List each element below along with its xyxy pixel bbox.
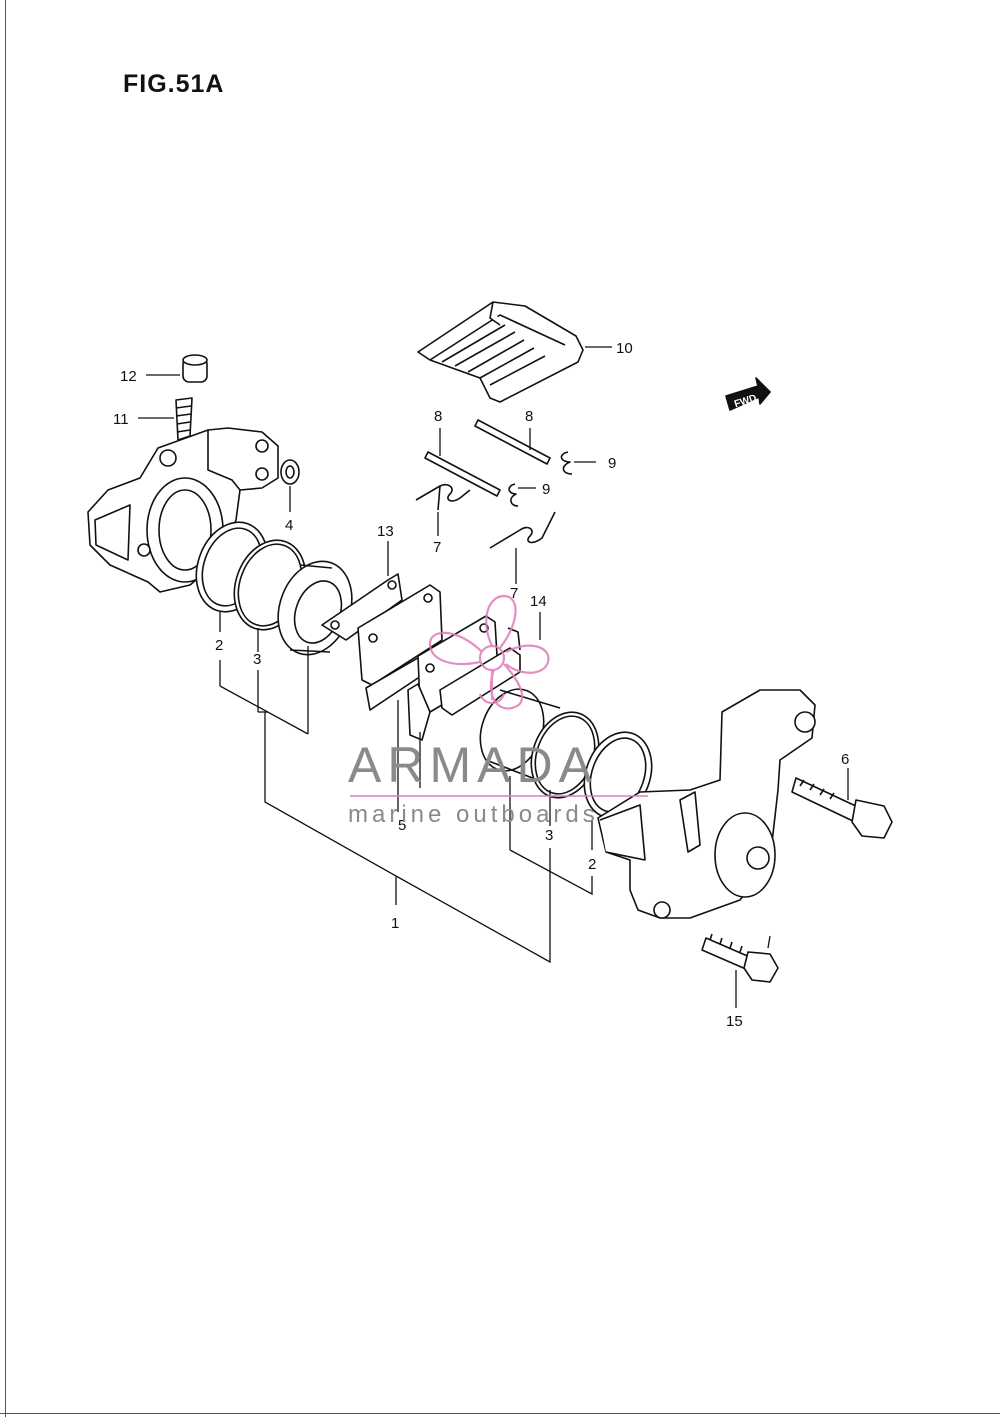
callout-2a: 2 [215, 637, 223, 654]
callout-6: 6 [841, 751, 849, 768]
pad-pin-left [424, 451, 501, 497]
callout-9a: 9 [608, 455, 616, 472]
callout-3a: 3 [253, 651, 261, 668]
pad-pin-right [474, 419, 551, 465]
pad-spring-cover [417, 301, 584, 403]
callout-13: 13 [377, 523, 394, 540]
callout-labels: 10 12 11 4 8 8 9 9 7 7 13 14 2 3 5 3 2 1… [113, 340, 849, 1030]
forward-direction-arrow [725, 377, 771, 411]
callout-1: 1 [391, 915, 399, 932]
washer [280, 459, 300, 485]
bleeder-cap [182, 354, 208, 383]
callout-7a: 7 [433, 539, 441, 556]
callout-14: 14 [530, 593, 547, 610]
pad-shim [321, 573, 403, 641]
callout-4: 4 [285, 517, 293, 534]
callout-9b: 9 [542, 481, 550, 498]
callout-12: 12 [120, 368, 137, 385]
callout-7b: 7 [510, 585, 518, 602]
caliper-housing-right [597, 689, 816, 919]
page-border-bottom [0, 1413, 1000, 1414]
pin-clip-upper [560, 451, 573, 475]
callout-8a: 8 [434, 408, 442, 425]
callout-10: 10 [616, 340, 633, 357]
callout-5: 5 [398, 817, 406, 834]
watermark-logo [428, 594, 550, 710]
mounting-bolt-upper [791, 777, 893, 839]
mounting-bolt-lower [701, 933, 779, 983]
watermark-tagline: marine outboards [348, 801, 599, 828]
watermark-brand: ARMADA [348, 737, 598, 793]
page-border-left [5, 0, 6, 1417]
leader-lines [138, 346, 849, 1008]
callout-11: 11 [113, 411, 129, 428]
callout-15: 15 [726, 1013, 743, 1030]
pad-spring-upper [415, 483, 471, 511]
figure-title: FIG.51A [123, 70, 225, 98]
callout-8b: 8 [525, 408, 533, 425]
callout-2b: 2 [588, 856, 596, 873]
bleeder-valve [175, 397, 193, 441]
pin-clip-lower [508, 483, 519, 507]
pad-spring-lower [489, 511, 556, 549]
callout-3b: 3 [545, 827, 553, 844]
